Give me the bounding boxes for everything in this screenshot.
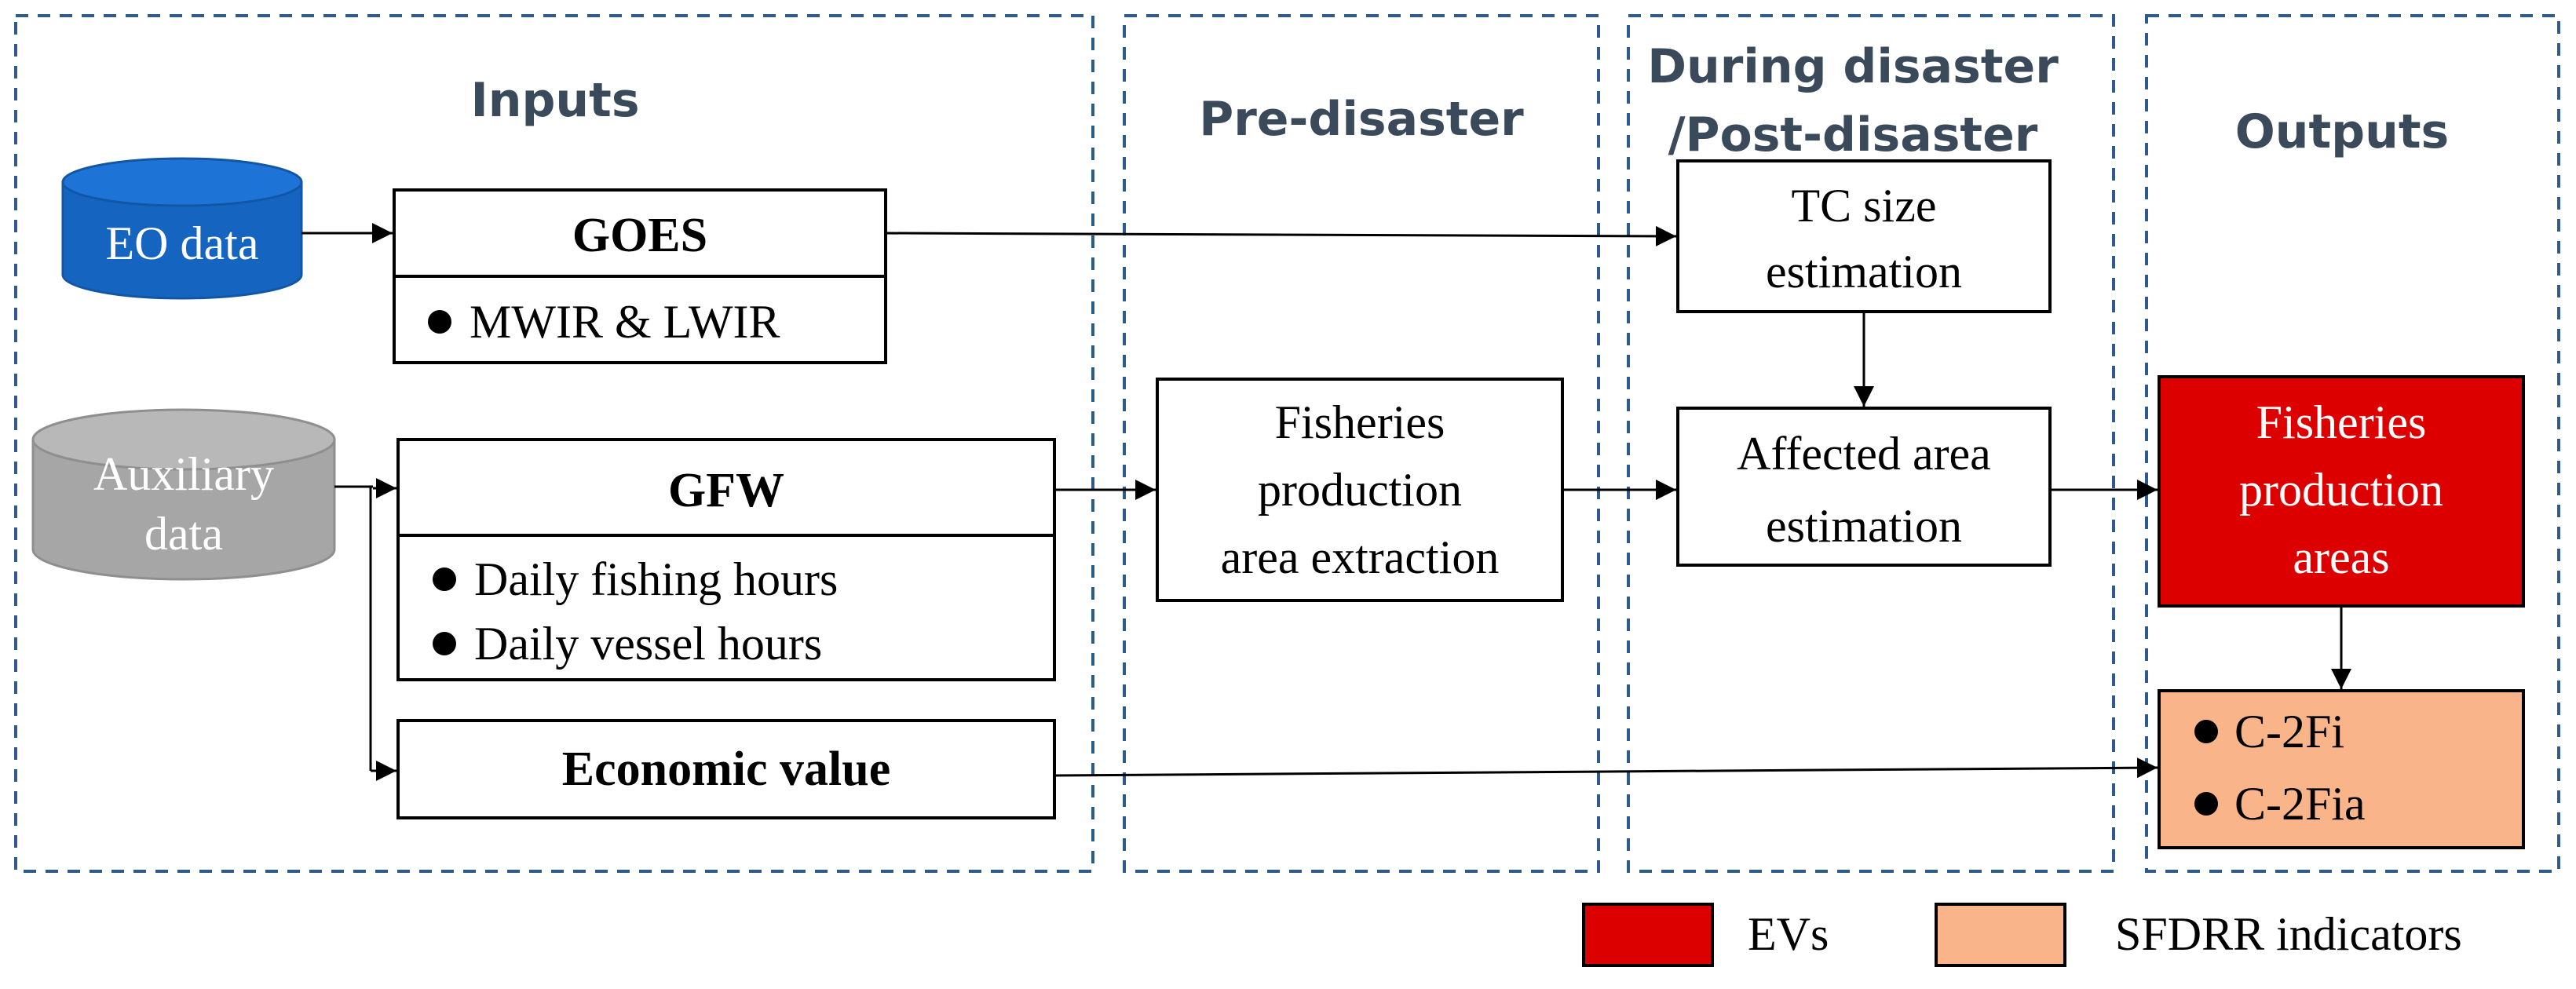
goes-title: GOES <box>572 209 707 262</box>
tc-size-line-1: TC size <box>1792 180 1937 232</box>
indicators-box: C-2Fi C-2Fia <box>2158 689 2525 849</box>
during-disaster-title-line2: /Post-disaster <box>1668 108 2038 162</box>
outputs-title: Outputs <box>2235 104 2449 159</box>
bullet-icon <box>433 567 456 591</box>
extraction-line-3: area extraction <box>1221 531 1500 583</box>
legend-evs-label: EVs <box>1748 908 1829 960</box>
bullet-icon <box>2194 792 2218 816</box>
tc-size-line-2: estimation <box>1766 246 1962 297</box>
legend-evs-swatch <box>1582 903 1714 967</box>
auxiliary-data-label-line1: Auxiliary <box>93 448 274 500</box>
affected-area-box: Affected area estimation <box>1676 407 2052 567</box>
gfw-box: GFW Daily fishing hours Daily vessel hou… <box>396 438 1056 681</box>
legend: EVs SFDRR indicators <box>1582 903 2462 967</box>
inputs-title: Inputs <box>470 73 639 128</box>
bullet-icon <box>433 632 456 655</box>
indicator-2: C-2Fia <box>2234 778 2366 830</box>
pre-disaster-title: Pre-disaster <box>1199 92 1524 147</box>
affected-area-line-1: Affected area <box>1737 428 1991 480</box>
legend-sfdrr-swatch <box>1935 903 2066 967</box>
inputs-panel <box>14 14 1094 873</box>
gfw-bullet-1: Daily fishing hours <box>474 553 838 605</box>
tc-size-box: TC size estimation <box>1676 159 2052 313</box>
auxiliary-data-label-line2: data <box>144 508 223 560</box>
extraction-line-2: production <box>1258 464 1462 516</box>
fpa-line-1: Fisheries <box>2256 396 2427 448</box>
goes-bullet: MWIR & LWIR <box>470 296 780 348</box>
gfw-title: GFW <box>668 464 784 517</box>
economic-value-box: Economic value <box>396 719 1056 819</box>
indicator-1: C-2Fi <box>2234 706 2344 757</box>
legend-sfdrr-label: SFDRR indicators <box>2115 908 2462 960</box>
extraction-line-1: Fisheries <box>1275 396 1445 448</box>
fpa-line-2: production <box>2239 464 2443 516</box>
arrow-goes-to-tc-size <box>885 225 1677 246</box>
outputs-panel <box>2145 14 2560 873</box>
bullet-icon <box>428 310 451 334</box>
during-disaster-panel <box>1627 14 2115 873</box>
bullet-icon <box>2194 720 2218 743</box>
extraction-box: Fisheries production area extraction <box>1156 378 1564 602</box>
fisheries-production-areas-box: Fisheries production areas <box>2158 375 2525 608</box>
economic-value-title: Economic value <box>562 743 890 796</box>
pre-disaster-panel <box>1123 14 1600 873</box>
gfw-bullet-2: Daily vessel hours <box>474 618 822 670</box>
arrow-economic-to-indicators <box>1054 757 2158 779</box>
during-disaster-title-line1: During disaster <box>1647 39 2059 94</box>
eo-data-label: EO data <box>106 217 259 269</box>
goes-box: GOES MWIR & LWIR <box>393 188 887 364</box>
auxiliary-data-cylinder: Auxiliary data <box>31 408 336 581</box>
affected-area-line-2: estimation <box>1766 500 1962 552</box>
eo-data-cylinder: EO data <box>61 157 303 300</box>
fpa-line-3: areas <box>2293 531 2389 583</box>
